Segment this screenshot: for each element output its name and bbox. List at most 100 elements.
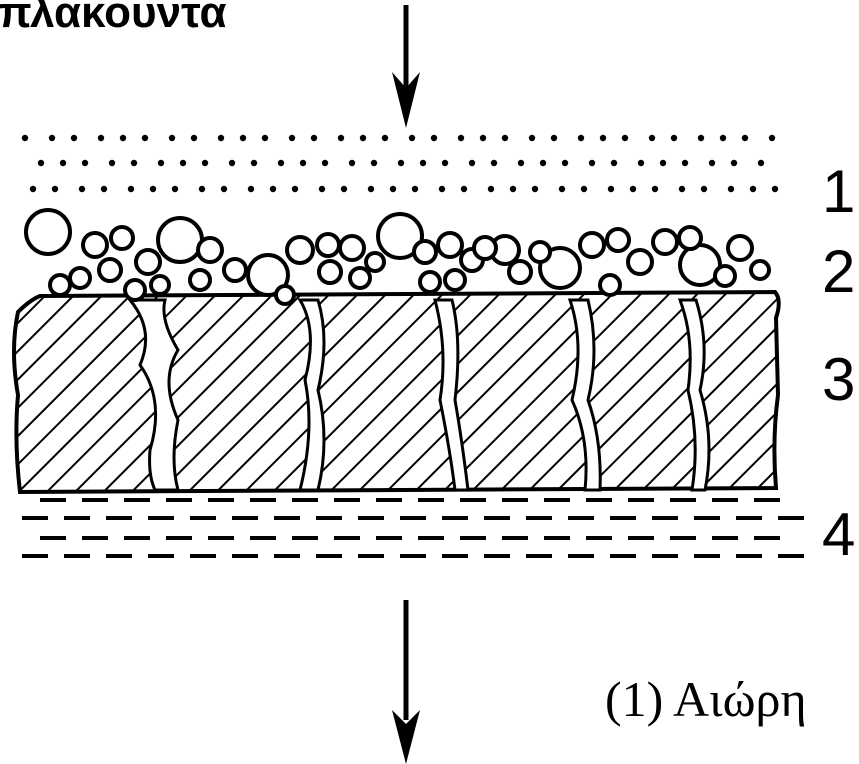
suspended-particle bbox=[742, 135, 748, 141]
suspended-particle bbox=[180, 160, 186, 166]
suspended-particle bbox=[409, 135, 415, 141]
suspended-particle bbox=[60, 160, 66, 166]
cake-particle bbox=[600, 275, 620, 295]
cake-particle bbox=[125, 280, 145, 300]
suspended-particle bbox=[420, 160, 426, 166]
suspended-particle bbox=[390, 186, 396, 192]
suspended-particle bbox=[368, 186, 374, 192]
cake-particle bbox=[340, 236, 364, 260]
suspended-particle bbox=[412, 186, 418, 192]
suspended-particle bbox=[142, 135, 148, 141]
flow-arrow-down-icon bbox=[392, 5, 420, 128]
cake-particle bbox=[607, 229, 629, 251]
suspended-particle bbox=[218, 135, 224, 141]
suspended-particle bbox=[71, 135, 77, 141]
suspended-particle bbox=[638, 160, 644, 166]
cake-particle bbox=[83, 233, 107, 257]
suspended-particle bbox=[229, 160, 235, 166]
suspended-particle bbox=[49, 135, 55, 141]
suspended-particle bbox=[559, 186, 565, 192]
suspended-particle bbox=[728, 186, 734, 192]
suspended-particle bbox=[311, 135, 317, 141]
support-fabric-layer bbox=[22, 500, 804, 556]
filter-medium-layer bbox=[14, 292, 779, 492]
suspended-particle bbox=[510, 186, 516, 192]
suspended-particle bbox=[540, 160, 546, 166]
suspended-particle bbox=[52, 186, 58, 192]
suspended-particle bbox=[611, 160, 617, 166]
cake-particle bbox=[319, 261, 341, 283]
layer-label-1: 1 bbox=[822, 162, 855, 222]
cake-particle bbox=[530, 242, 550, 262]
cake-particle bbox=[414, 241, 436, 263]
layer-label-4: 4 bbox=[822, 505, 855, 565]
suspended-particle bbox=[319, 186, 325, 192]
cake-particle bbox=[715, 266, 735, 286]
suspended-particle bbox=[172, 186, 178, 192]
suspended-particle bbox=[578, 135, 584, 141]
cake-particle bbox=[276, 286, 294, 304]
suspended-particle bbox=[322, 160, 328, 166]
suspended-particle bbox=[488, 186, 494, 192]
suspended-particle bbox=[431, 135, 437, 141]
suspended-particle bbox=[442, 160, 448, 166]
suspended-particle bbox=[251, 160, 257, 166]
cake-particle bbox=[50, 275, 70, 295]
suspended-particle bbox=[480, 135, 486, 141]
suspended-particle bbox=[240, 135, 246, 141]
suspended-particle bbox=[338, 135, 344, 141]
legend-fragment: (1) Αιώρη bbox=[605, 670, 807, 728]
suspended-particle bbox=[720, 135, 726, 141]
layer-label-3: 3 bbox=[822, 350, 855, 410]
suspended-particle bbox=[701, 186, 707, 192]
cake-particle bbox=[287, 237, 313, 263]
cake-particle bbox=[728, 236, 752, 260]
suspended-particle bbox=[292, 186, 298, 192]
suspended-particle bbox=[772, 186, 778, 192]
suspended-particle bbox=[518, 160, 524, 166]
cake-particle bbox=[420, 272, 440, 292]
suspended-particle bbox=[101, 186, 107, 192]
cake-particle bbox=[99, 259, 121, 281]
suspended-particle bbox=[262, 135, 268, 141]
suspended-particle bbox=[769, 135, 775, 141]
suspended-particle bbox=[652, 186, 658, 192]
suspended-particle bbox=[589, 160, 595, 166]
suspended-particle bbox=[371, 160, 377, 166]
cake-particle bbox=[366, 253, 384, 271]
cake-particle bbox=[580, 233, 604, 257]
cake-particle bbox=[438, 233, 462, 257]
suspended-particle bbox=[158, 160, 164, 166]
suspended-particle bbox=[202, 160, 208, 166]
suspended-particle bbox=[502, 135, 508, 141]
suspended-particle bbox=[289, 135, 295, 141]
suspended-particle bbox=[120, 135, 126, 141]
suspended-particle bbox=[758, 160, 764, 166]
suspended-particle bbox=[22, 135, 28, 141]
suspended-particle bbox=[709, 160, 715, 166]
flow-arrow-down-icon bbox=[392, 600, 420, 764]
suspended-particle bbox=[660, 160, 666, 166]
suspended-particle bbox=[698, 135, 704, 141]
cake-particle bbox=[474, 237, 496, 259]
suspended-particle bbox=[458, 135, 464, 141]
suspended-particle bbox=[199, 186, 205, 192]
suspended-particle bbox=[191, 135, 197, 141]
suspended-particle bbox=[532, 186, 538, 192]
cake-particle bbox=[350, 268, 370, 288]
suspended-particle bbox=[360, 135, 366, 141]
cake-particle bbox=[198, 238, 222, 262]
cake-particle bbox=[136, 250, 160, 274]
layer-label-2: 2 bbox=[822, 242, 855, 302]
suspended-particle bbox=[461, 186, 467, 192]
suspended-particle bbox=[248, 186, 254, 192]
suspended-particle bbox=[491, 160, 497, 166]
cake-particle bbox=[628, 250, 652, 274]
cake-particle bbox=[70, 268, 90, 288]
suspension-layer bbox=[22, 135, 778, 192]
suspended-particle bbox=[30, 186, 36, 192]
suspended-particle bbox=[750, 186, 756, 192]
suspended-particle bbox=[581, 186, 587, 192]
cake-particle bbox=[224, 259, 246, 281]
suspended-particle bbox=[82, 160, 88, 166]
